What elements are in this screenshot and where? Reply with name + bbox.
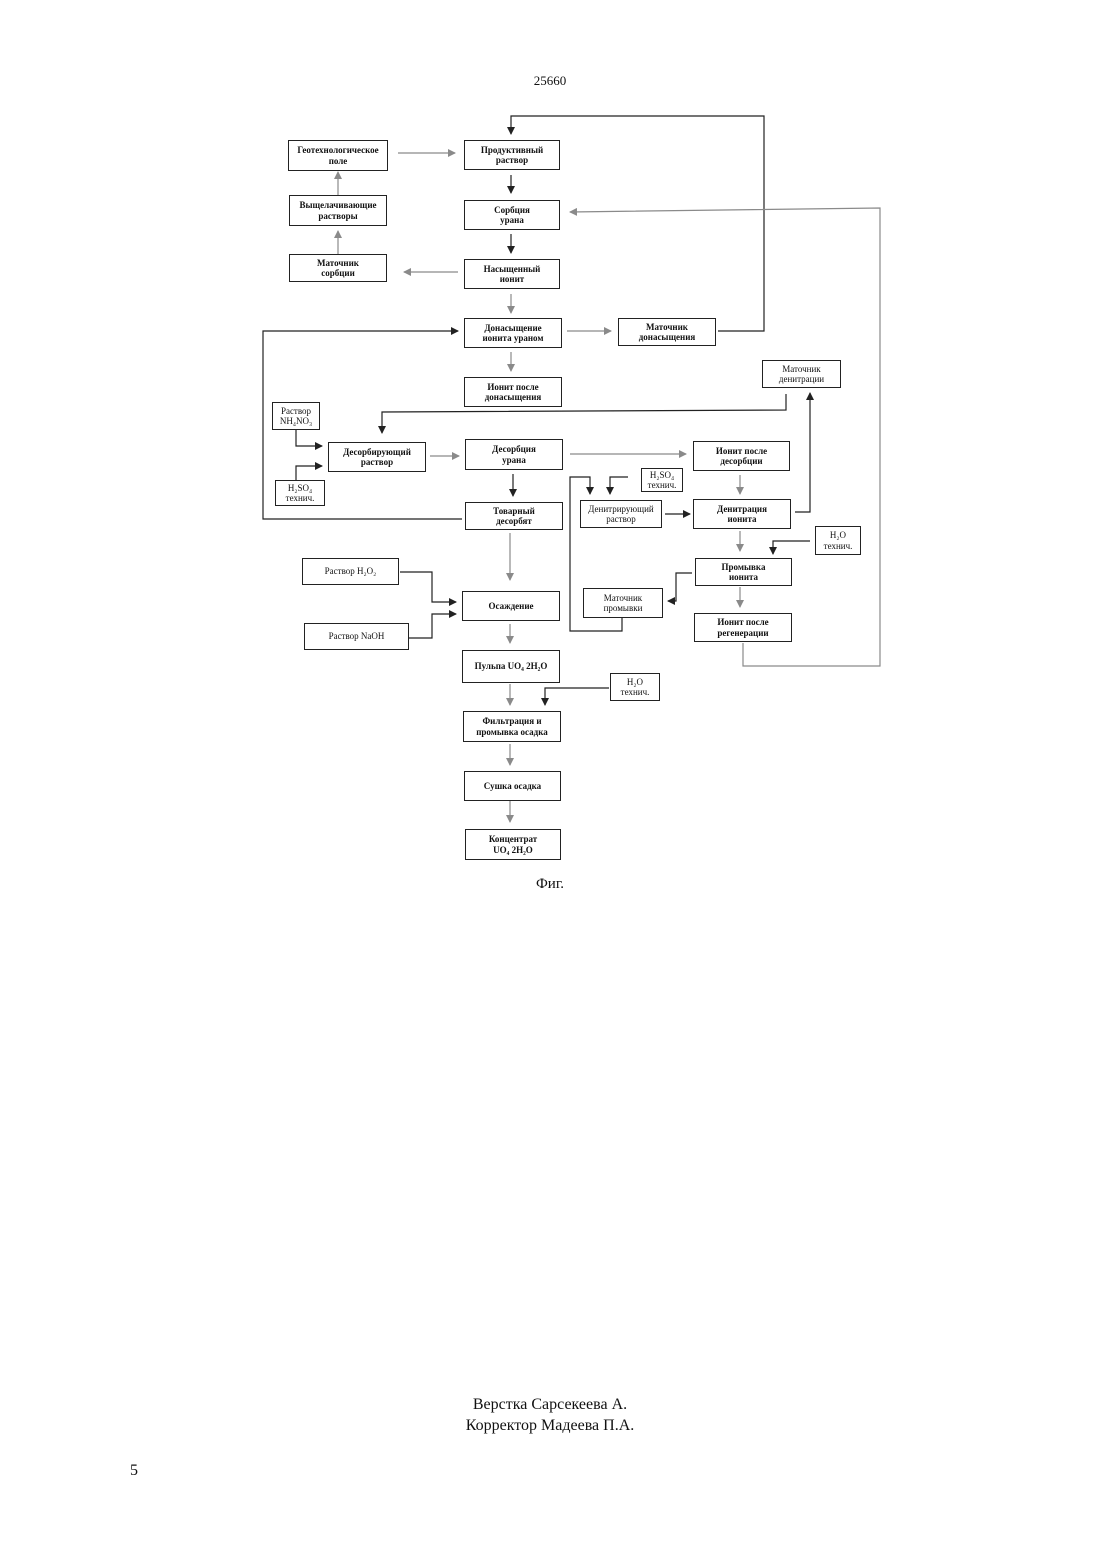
node-resaturation: Донасыщение ионита ураном (464, 318, 562, 348)
node-denitrating-solution: Денитрирующий раствор (580, 500, 662, 528)
node-uranium-sorption: Сорбция урана (464, 200, 560, 230)
arrow-denitration-to-mother (795, 393, 810, 512)
node-ionite-washing: Промывка ионита (695, 558, 792, 586)
node-desorbing-solution: Десорбирующий раствор (328, 442, 426, 472)
figure-caption: Фиг. (0, 876, 1100, 893)
arrow-h2o-to-filtration (545, 688, 609, 705)
node-h2o-tech-right: H₂O технич. (815, 526, 861, 555)
node-geo-field: Геотехнологическое поле (288, 140, 388, 171)
process-flow-diagram: Геотехнологическое поле Выщелачивающие р… (0, 0, 1100, 900)
arrow-h2so4-to-denitrating (610, 477, 628, 494)
arrow-denit-mother-to-desorbing (382, 394, 786, 433)
node-ionite-after-desorption: Ионит после десорбции (693, 441, 790, 471)
node-sorption-mother: Маточник сорбции (289, 254, 387, 282)
node-h2o-tech-bottom: H₂O технич. (610, 673, 660, 701)
node-concentrate: Концентрат UO₄ 2H₂O (465, 829, 561, 860)
page-number: 5 (130, 1462, 138, 1480)
node-drying: Сушка осадка (464, 771, 561, 801)
arrow-h2o2-to-precipitation (400, 572, 456, 602)
node-h2o2-solution: Раствор H₂O₂ (302, 558, 399, 585)
arrow-naoh-to-precipitation (409, 614, 456, 638)
arrow-h2o-to-washing (773, 541, 810, 554)
node-resaturation-mother: Маточник донасыщения (618, 318, 716, 346)
arrow-nh4no3-to-desorbing (296, 430, 322, 446)
credit-corrector: Корректор Мадеева П.А. (0, 1415, 1100, 1436)
node-uo4-pulp: Пульпа UO₄ 2H₂O (462, 650, 560, 683)
arrow-washing-to-mother (668, 573, 692, 601)
node-ionite-after-resat: Ионит после донасыщения (464, 377, 562, 407)
node-nh4no3-solution: Раствор NH₄NO₃ (272, 402, 320, 430)
node-denitration-mother: Маточник денитрации (762, 360, 841, 388)
node-precipitation: Осаждение (462, 591, 560, 621)
node-commercial-desorbate: Товарный десорбят (465, 502, 563, 530)
node-product-solution: Продуктивный раствор (464, 140, 560, 170)
node-saturated-ionite: Насыщенный ионит (464, 259, 560, 289)
node-ionite-after-regen: Ионит после регенерации (694, 613, 792, 642)
node-ionite-denitration: Денитрация ионита (693, 499, 791, 529)
node-naoh-solution: Раствор NaOH (304, 623, 409, 650)
node-uranium-desorption: Десорбция урана (465, 439, 563, 470)
credit-layout: Верстка Сарсекеева А. (0, 1394, 1100, 1415)
node-filtration-washing: Фильтрация и промывка осадка (463, 711, 561, 742)
node-leach-solutions: Выщелачивающие растворы (289, 195, 387, 226)
credits: Верстка Сарсекеева А. Корректор Мадеева … (0, 1394, 1100, 1436)
node-h2so4-tech-left: H₂SO₄ технич. (275, 480, 325, 506)
node-h2so4-tech-right: H₂SO₄ технич. (641, 468, 683, 492)
node-washing-mother: Маточник промывки (583, 588, 663, 618)
